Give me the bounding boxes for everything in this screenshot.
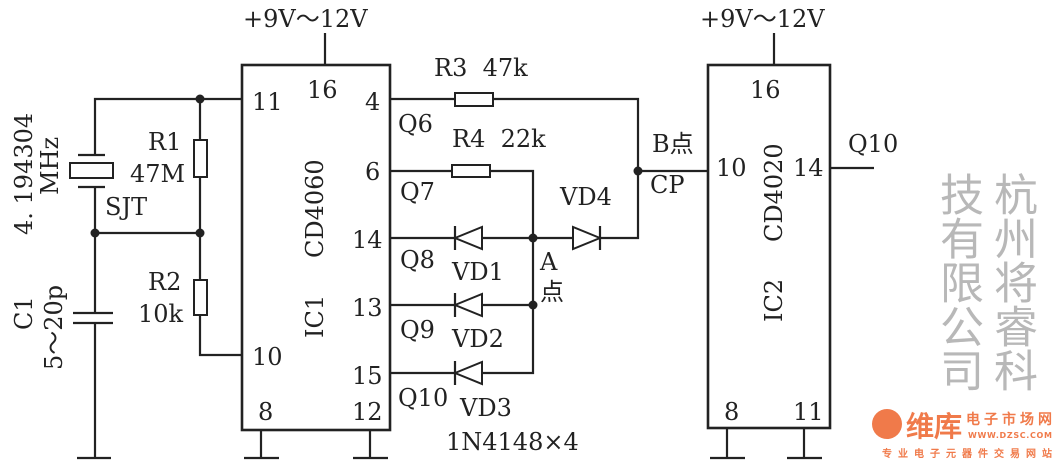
ic1-pin-13: 13 (352, 294, 383, 322)
ic2-pin-14: 14 (793, 154, 824, 182)
q9-label: Q9 (400, 316, 435, 344)
diode-vd1 (452, 225, 483, 251)
crystal-label: SJT (105, 193, 147, 221)
crystal-sjt (69, 162, 114, 179)
c1-label: C1 (10, 296, 38, 330)
ic1-pin-14: 14 (352, 226, 383, 254)
diode-vd3 (452, 360, 483, 386)
ic1-pin-16: 16 (307, 76, 338, 104)
logo-slogan: 专业电子元器件交易网站 (882, 447, 1052, 460)
r3-label: R3 47k (434, 54, 528, 82)
logo-brand: 维库 (906, 410, 962, 443)
r4-label: R4 22k (452, 125, 546, 153)
ic1-pin-10: 10 (252, 343, 283, 371)
ic2-pin-16: 16 (750, 76, 781, 104)
supply-right: +9V～12V (700, 5, 825, 33)
watermark: 杭州将睿科技有限公司 (932, 172, 1037, 392)
crystal-unit: MHz (36, 137, 64, 195)
ic1-part: CD4060 (301, 159, 329, 258)
ic2-name: IC2 (760, 279, 788, 322)
r2-label: R2 (148, 268, 181, 296)
point-a-label: A (539, 248, 558, 276)
crystal-frequency: 4. 194304 (10, 113, 38, 235)
ic1-body (240, 63, 392, 432)
cp-label: CP (650, 171, 685, 199)
vd1-label: VD1 (451, 258, 504, 286)
q6-label: Q6 (398, 110, 433, 138)
point-b-label: B点 (652, 130, 694, 158)
q8-label: Q8 (400, 246, 435, 274)
diode-part-note: 1N4148×4 (446, 428, 579, 456)
vd2-label: VD2 (451, 325, 504, 353)
r2-value: 10k (138, 300, 184, 328)
ic2-body (706, 63, 832, 430)
c1-value: 5～20p (40, 285, 68, 370)
ic1-pin-12: 12 (352, 398, 383, 426)
diode-vd2 (452, 292, 483, 318)
vd4-label: VD4 (559, 183, 612, 211)
point-a-suffix: 点 (540, 278, 564, 306)
q10-label: Q10 (398, 384, 448, 412)
ic1-pin-15: 15 (352, 362, 383, 390)
ic2-part: CD4020 (760, 143, 788, 242)
supply-left: +9V～12V (243, 5, 368, 33)
dzsc-logo: 维库 电子市场网 WWW.DZSC.COM 专业电子元器件交易网站 (872, 409, 1052, 460)
logo-url: WWW.DZSC.COM (968, 431, 1052, 440)
ic2-pin-11: 11 (793, 398, 824, 426)
resistor-r1 (193, 139, 208, 178)
ic1-name: IC1 (301, 295, 329, 338)
r1-value: 47M (130, 160, 185, 188)
ic2-pin-10: 10 (716, 154, 747, 182)
ic1-pin-4: 4 (365, 88, 380, 116)
logo-name: 电子市场网 (966, 411, 1052, 428)
vd3-label: VD3 (459, 394, 512, 422)
q7-label: Q7 (400, 178, 435, 206)
logo-circle-icon (872, 409, 902, 439)
diode-vd4 (572, 225, 603, 251)
resistor-r4 (451, 164, 491, 178)
ic1-pin-8: 8 (258, 398, 273, 426)
ic2-pin-8: 8 (724, 398, 739, 426)
resistor-r3 (454, 92, 494, 107)
r1-label: R1 (148, 128, 181, 156)
ic1-pin-11: 11 (252, 88, 283, 116)
ic1-pin-6: 6 (365, 158, 380, 186)
resistor-r2 (193, 279, 208, 316)
q10-output-label: Q10 (848, 130, 898, 158)
